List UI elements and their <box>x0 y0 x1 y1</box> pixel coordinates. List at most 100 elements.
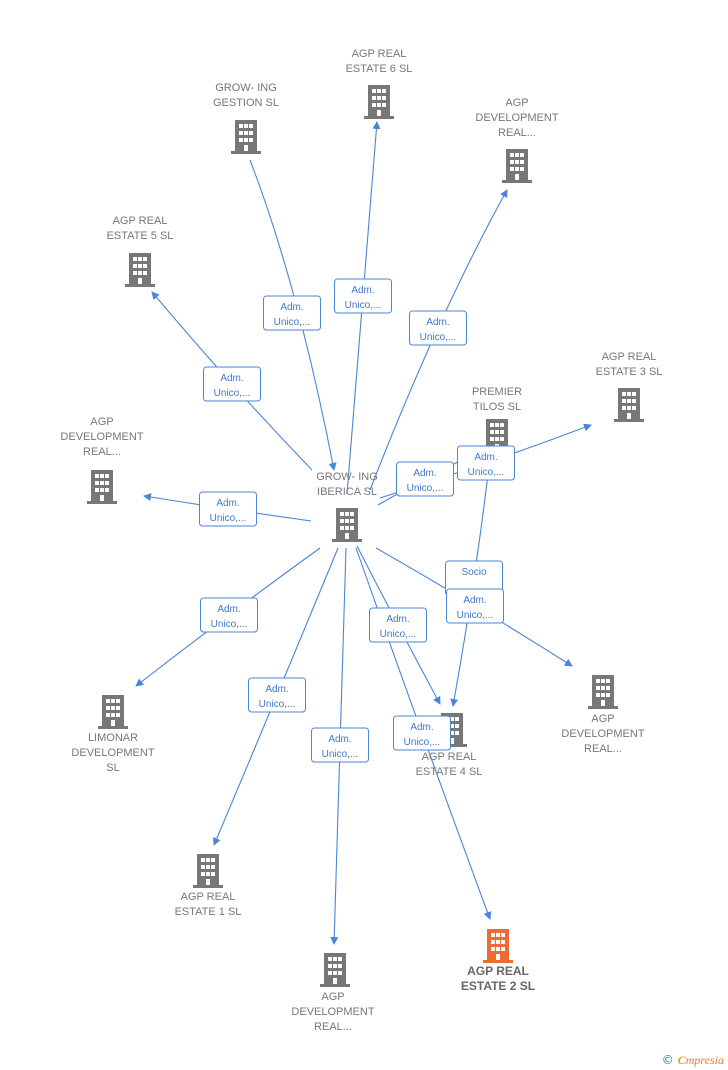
node-agpdev-top[interactable]: AGP DEVELOPMENT REAL... <box>475 97 559 183</box>
node-label: AGP <box>505 97 528 109</box>
copyright-icon: © <box>661 1053 674 1067</box>
node-agp3[interactable]: AGP REAL ESTATE 3 SL <box>596 351 663 422</box>
node-label: ESTATE 6 SL <box>346 63 413 75</box>
edge-labels-layer: Adm. Unico,... Adm. Unico,... Adm. Unico,... A… <box>199 278 515 763</box>
node-label: AGP <box>591 713 614 725</box>
building-icon <box>98 695 128 729</box>
building-icon <box>193 854 223 888</box>
edge-label-text: Unico,... <box>259 699 296 710</box>
edge-label-box <box>446 588 504 624</box>
node-premier[interactable]: PREMIER TILOS SL <box>472 386 522 453</box>
edge-label-text: Adm. <box>463 595 486 606</box>
edge-label-agpdev-right[interactable]: Adm.Unico,... <box>446 588 504 624</box>
edge-label-text: Adm. <box>216 498 239 509</box>
edge-label-text: Adm. <box>265 684 288 695</box>
node-label: AGP REAL <box>352 48 407 60</box>
edge-label-box <box>457 445 515 481</box>
edge-label-box <box>334 278 392 314</box>
edge-label-box <box>263 295 321 331</box>
node-label: PREMIER <box>472 386 522 398</box>
edge-label-premier[interactable]: Adm.Unico,... <box>396 461 454 497</box>
edge-label-text: Unico,... <box>407 483 444 494</box>
node-label: REAL... <box>83 446 121 458</box>
building-icon <box>231 120 261 154</box>
brand-initial: C <box>677 1053 686 1067</box>
node-agp6[interactable]: AGP REAL ESTATE 6 SL <box>346 48 413 119</box>
node-label: GROW- ING <box>215 82 277 94</box>
node-label: REAL... <box>498 127 536 139</box>
node-label: DEVELOPMENT <box>475 112 558 124</box>
edge-label-agpdev-bottom[interactable]: Adm.Unico,... <box>311 727 369 763</box>
edge-label-agp4[interactable]: Adm. Unico,... <box>369 607 427 643</box>
edge-label-agpdev-top[interactable]: Adm.Unico,... <box>409 310 467 346</box>
node-label: LIMONAR <box>88 732 138 744</box>
node-label: AGP <box>90 416 113 428</box>
edge-label-text: Unico,... <box>274 317 311 328</box>
edge-label-agp6[interactable]: Adm. Unico,... <box>334 278 392 314</box>
edge-label-box <box>199 491 257 527</box>
node-label: DEVELOPMENT <box>561 728 644 740</box>
node-label: TILOS SL <box>473 401 521 413</box>
edge-label-agpdev-left[interactable]: Adm. Unico,... <box>199 491 257 527</box>
node-label: DEVELOPMENT <box>60 431 143 443</box>
node-label: REAL... <box>584 743 622 755</box>
building-icon <box>483 929 513 963</box>
edge-label-text: Adm. <box>280 302 303 313</box>
node-agp1[interactable]: AGP REAL ESTATE 1 SL <box>175 854 242 918</box>
node-label: ESTATE 3 SL <box>596 366 663 378</box>
edge-label-text: ... <box>470 582 478 593</box>
building-icon <box>588 675 618 709</box>
edge-label-text: Unico,... <box>380 629 417 640</box>
building-icon <box>332 508 362 542</box>
edge-label-box <box>369 607 427 643</box>
edge-label-text: Adm. <box>351 285 374 296</box>
edge-label-text: Unico,... <box>468 467 505 478</box>
building-icon <box>364 85 394 119</box>
edge-label-text: Adm. <box>220 373 243 384</box>
node-agpdev-right[interactable]: AGP DEVELOPMENT REAL... <box>561 675 645 755</box>
node-agpdev-bottom[interactable]: AGPDEVELOPMENTREAL... <box>291 953 375 1033</box>
edge-label-box <box>311 727 369 763</box>
node-label: GESTION SL <box>213 97 279 109</box>
edge-label-text: Adm. <box>386 614 409 625</box>
node-label: REAL... <box>314 1021 352 1033</box>
edge-label-text: Unico,... <box>322 749 359 760</box>
building-icon <box>614 388 644 422</box>
edge-label-agp1[interactable]: Adm. Unico,... <box>248 677 306 713</box>
edges-layer <box>135 121 592 945</box>
node-label: AGP REAL <box>181 891 236 903</box>
edge-label-text: Adm. <box>426 317 449 328</box>
edge-label-limonar[interactable]: Adm.Unico,... <box>200 597 258 633</box>
building-icon <box>320 953 350 987</box>
empresia-logo: ©Cmpresia <box>662 1053 724 1068</box>
edge-label-agp2[interactable]: Adm.Unico,... <box>393 715 451 751</box>
building-icon <box>87 470 117 504</box>
node-label: GROW- ING <box>316 471 378 483</box>
node-label: AGP REAL <box>113 215 168 227</box>
edge-label-box <box>396 461 454 497</box>
edge-label-grow-gestion[interactable]: Adm. Unico,... <box>263 295 321 331</box>
edge-label-text: Adm. <box>410 722 433 733</box>
edge-label-box <box>200 597 258 633</box>
edge-label-text: Adm. <box>474 452 497 463</box>
node-label: AGP REAL <box>602 351 657 363</box>
node-agpdev-left[interactable]: AGP DEVELOPMENT REAL... <box>60 416 144 504</box>
node-label: SL <box>106 762 119 774</box>
edge-label-agp5[interactable]: Adm.Unico,... <box>203 366 261 402</box>
building-icon <box>125 253 155 287</box>
node-label: ESTATE 4 SL <box>416 766 483 778</box>
edge-label-text: Unico,... <box>210 513 247 524</box>
node-label: ESTATE 1 SL <box>175 906 242 918</box>
node-grow-gestion[interactable]: GROW- ING GESTION SL <box>213 82 279 154</box>
edge-label-text: Unico,... <box>345 300 382 311</box>
edge-label-text: Unico,... <box>211 619 248 630</box>
edge-label-agp3[interactable]: Adm. Unico,... <box>457 445 515 481</box>
edge-label-text: Socio <box>461 567 486 578</box>
